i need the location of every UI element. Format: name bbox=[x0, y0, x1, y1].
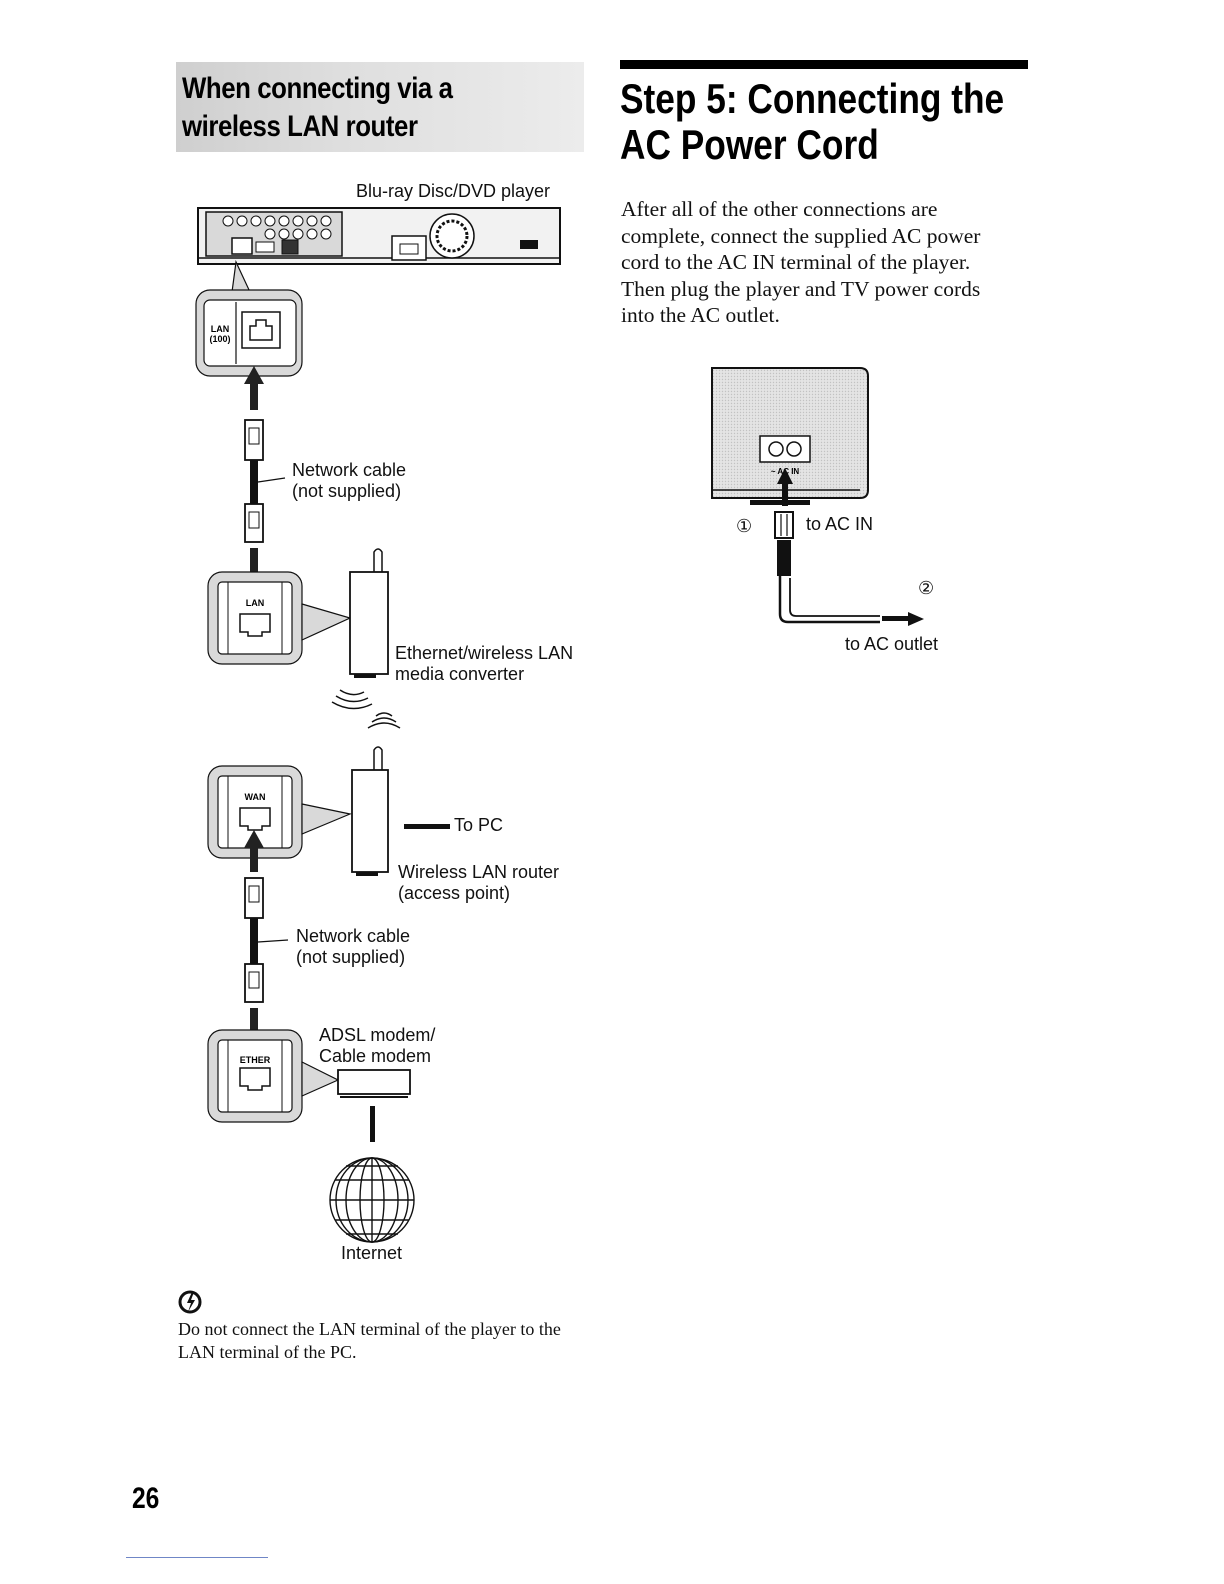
player-port-label-1: LAN bbox=[211, 324, 230, 334]
converter-lan-callout: LAN bbox=[207, 571, 352, 665]
media-converter-device bbox=[349, 548, 389, 678]
wireless-router-device bbox=[351, 746, 450, 876]
page-number: 26 bbox=[132, 1482, 160, 1515]
internet-globe-icon bbox=[329, 1157, 415, 1243]
player-ac-panel: ~ AC IN bbox=[711, 367, 869, 505]
internet-label: Internet bbox=[341, 1243, 403, 1263]
power-cord-diagram: ~ AC IN bbox=[711, 367, 924, 626]
network-cable-1 bbox=[244, 366, 286, 594]
network-cable-2-label: Network cable (not supplied) bbox=[296, 926, 411, 967]
player-lan-callout: LAN (100) bbox=[195, 259, 303, 377]
section-heading: When connecting via a wireless LAN route… bbox=[182, 72, 453, 143]
to-pc-label: To PC bbox=[454, 815, 504, 835]
step1-marker: ① bbox=[736, 516, 753, 536]
network-connection-diagram: LAN (100) LAN bbox=[195, 207, 561, 1243]
step1-label: to AC IN bbox=[806, 514, 874, 534]
note-text: Do not connect the LAN terminal of the p… bbox=[178, 1319, 561, 1362]
modem-ether-callout: ETHER bbox=[207, 1029, 340, 1123]
modem-label: ADSL modem/ Cable modem bbox=[319, 1025, 436, 1066]
modem-port-label-svg: ETHER bbox=[240, 1055, 271, 1065]
media-converter-label: Ethernet/wireless LAN media converter bbox=[395, 643, 574, 684]
step-body-text: After all of the other connections are c… bbox=[621, 197, 981, 327]
step-title: Step 5: Connecting the AC Power Cord bbox=[620, 75, 1005, 168]
router-port-label-svg: WAN bbox=[245, 792, 266, 802]
step2-label: to AC outlet bbox=[845, 634, 939, 654]
caution-icon bbox=[178, 1290, 202, 1314]
wireless-signal-icons bbox=[331, 689, 401, 729]
title-rule bbox=[620, 60, 1028, 69]
section-heading-background bbox=[176, 62, 584, 152]
modem-device bbox=[337, 1069, 411, 1142]
player-label: Blu-ray Disc/DVD player bbox=[356, 181, 551, 201]
step2-marker: ② bbox=[918, 578, 935, 598]
network-cable-1-label: Network cable (not supplied) bbox=[292, 460, 407, 501]
converter-port-label-svg: LAN bbox=[246, 598, 265, 608]
wireless-router-label: Wireless LAN router (access point) bbox=[398, 862, 560, 903]
power-plug-and-cord bbox=[774, 468, 924, 626]
footer-line bbox=[126, 1557, 268, 1558]
player-rear-panel bbox=[197, 207, 561, 265]
router-wan-callout: WAN bbox=[207, 765, 353, 859]
player-port-label-2: (100) bbox=[209, 334, 230, 344]
network-cable-2 bbox=[244, 830, 289, 1048]
